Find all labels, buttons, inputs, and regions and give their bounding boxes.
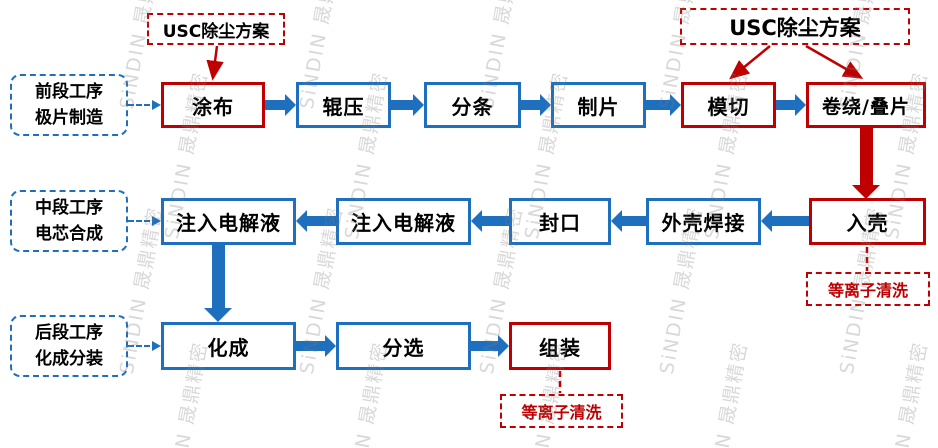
arrow-left-icon: [611, 210, 646, 232]
usc-dust-label-1-text: USC除尘方案: [162, 21, 270, 42]
flow-box-assembly: 组装: [509, 322, 611, 370]
flow-box-label: 分条: [451, 94, 494, 119]
usc-dust-label-2-text: USC除尘方案: [729, 15, 861, 40]
watermark-text: SiNDIN 晟鼎精密: [880, 339, 933, 448]
arrow-right-icon: [471, 335, 509, 357]
flow-box-label: 注入电解液: [176, 211, 281, 235]
flow-box-label: 制片: [577, 94, 620, 119]
flow-box-sheet-making: 制片: [551, 82, 646, 128]
usc-dust-label-2: USC除尘方案: [680, 8, 910, 45]
flow-box-label: 入壳: [846, 211, 889, 235]
flow-box-label: 封口: [539, 211, 581, 235]
stage-middle-line2: 电芯合成: [35, 224, 103, 244]
arrow-right-icon: [776, 94, 806, 116]
flow-box-label: 卷绕/叠片: [822, 95, 910, 118]
flow-box-shell-welding: 外壳焊接: [646, 198, 761, 245]
flow-box-label: 辊压: [322, 94, 365, 119]
stage-middle-line1: 中段工序: [35, 197, 103, 218]
arrow-left-icon: [471, 210, 509, 232]
flow-box-label: 注入电解液: [351, 211, 456, 235]
plasma-clean-label-2-text: 等离子清洗: [521, 403, 602, 422]
arrow-left-icon: [761, 210, 809, 232]
flow-box-coating: 涂布: [161, 82, 265, 128]
stage-arrow-icon: [128, 216, 161, 226]
flow-box-into-case: 入壳: [809, 198, 926, 245]
stage-back-line1: 后段工序: [35, 322, 103, 343]
flow-box-roll-press: 辊压: [296, 82, 391, 128]
flow-box-sealing: 封口: [509, 198, 611, 245]
stage-arrow-icon: [128, 341, 161, 351]
stage-label-back: 后段工序 化成分装: [10, 315, 128, 377]
arrow-right-icon: [391, 94, 424, 116]
flow-box-die-cutting: 模切: [681, 82, 776, 128]
stage-front-line2: 极片制造: [35, 108, 103, 128]
flow-box-winding-stacking: 卷绕/叠片: [806, 82, 926, 128]
plasma-clean-label-2: 等离子清洗: [500, 394, 623, 428]
flow-box-label: 化成: [207, 335, 250, 360]
arrow-right-icon: [646, 94, 681, 116]
flow-box-label: 外壳焊接: [661, 211, 746, 235]
plasma-clean-label-1: 等离子清洗: [806, 272, 930, 306]
flow-box-label: 分选: [382, 335, 425, 360]
arrow-down-blue-icon: [204, 245, 232, 322]
plasma-clean-label-1-text: 等离子清洗: [827, 281, 908, 300]
arrow-down-red-icon: [852, 127, 880, 199]
stage-arrow-icon: [128, 100, 161, 110]
usc-dust-label-1: USC除尘方案: [147, 13, 285, 45]
stage-back-line2: 化成分装: [35, 349, 103, 369]
arrow-right-icon: [296, 335, 336, 357]
arrow-left-icon: [296, 210, 336, 232]
flow-box-formation: 化成: [161, 322, 296, 370]
flow-box-sorting: 分选: [336, 322, 471, 370]
flow-box-label: 组装: [539, 335, 581, 360]
flow-box-electrolyte-fill-1: 注入电解液: [161, 198, 296, 245]
stage-front-line1: 前段工序: [35, 81, 103, 102]
flow-box-label: 涂布: [192, 94, 234, 119]
flow-box-label: 模切: [707, 94, 750, 119]
watermark-text: SiNDIN 晟鼎精密: [700, 339, 753, 448]
flow-box-electrolyte-fill-2: 注入电解液: [336, 198, 471, 245]
arrow-right-icon: [265, 94, 296, 116]
stage-label-middle: 中段工序 电芯合成: [10, 190, 128, 252]
stage-label-front: 前段工序 极片制造: [10, 74, 128, 136]
arrow-right-icon: [521, 94, 551, 116]
flow-box-slitting: 分条: [424, 82, 521, 128]
